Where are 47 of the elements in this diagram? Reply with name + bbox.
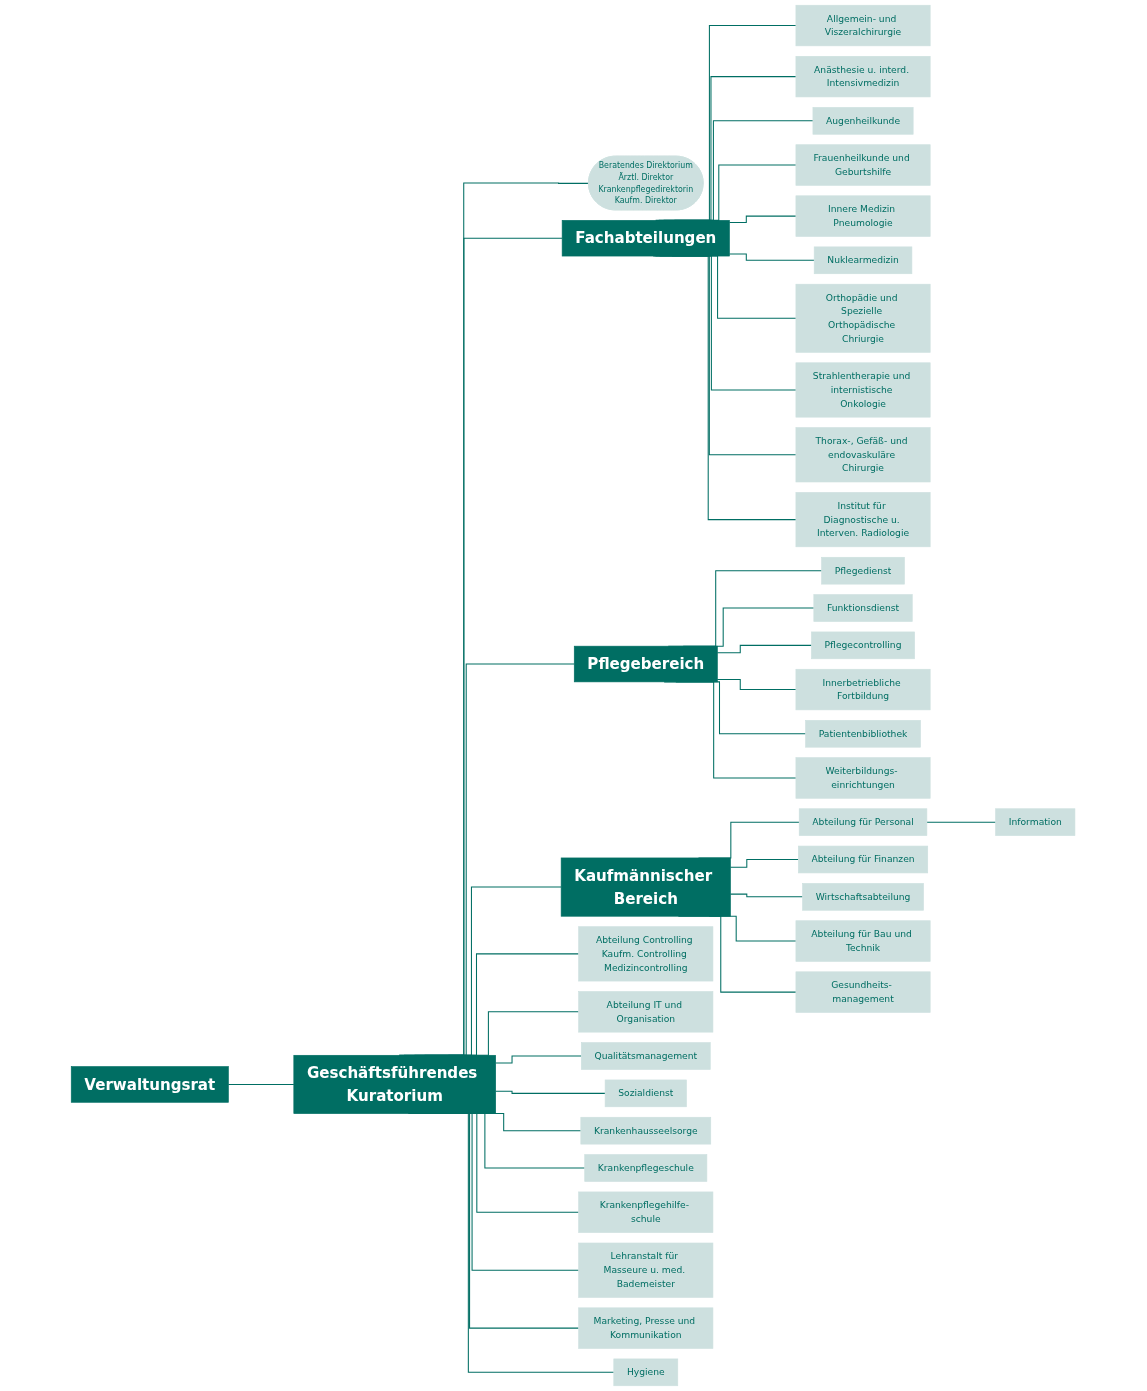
connector [729, 253, 816, 261]
connector [495, 1055, 583, 1064]
node-box: Augenheilkunde [813, 107, 914, 135]
node-box: Abteilung IT und Organisation [578, 991, 714, 1033]
connector [228, 1083, 295, 1085]
node-box: Anästhesie u. interd. Intensivmedizin [796, 56, 931, 98]
node-box: Hygiene [613, 1358, 679, 1387]
connector [729, 215, 797, 223]
node-box: Frauenheilkunde und Geburtshilfe [796, 144, 931, 186]
node-box: Weiterbildungs- einrichtungen [796, 757, 931, 799]
node-box: Strahlentherapie und internistische Onkologie [796, 362, 931, 418]
node-box: Abteilung für Personal [799, 808, 928, 836]
node-box: Nuklearmedizin [814, 246, 913, 275]
connector [730, 858, 800, 868]
node-box: Innerbetriebliche Fortbildung [796, 668, 931, 711]
connector [717, 679, 797, 691]
node-box: Innere Medizin Pneumologie [796, 195, 931, 237]
node-box: Qualitätsmanagement [581, 1042, 711, 1070]
node-box: Geschäftsführendes Kuratorium [293, 1054, 497, 1114]
node-box: Kaufmännischer Bereich [561, 857, 732, 917]
node-box: Pflegecontrolling [811, 631, 916, 660]
node-box: Pflegedienst [821, 556, 906, 585]
node-box: Fachabteilungen [562, 220, 731, 257]
connector [717, 644, 813, 654]
node-box: Pflegebereich [574, 645, 719, 683]
node-box: Lehranstalt für Masseure u. med. Bademeister [578, 1242, 714, 1298]
node-box: Krankenpflegeschule [584, 1154, 708, 1182]
connector [730, 893, 804, 898]
node-box: Abteilung für Bau und Technik [796, 920, 931, 962]
node-box: Information [995, 808, 1076, 836]
node-box: Patientenbibliothek [805, 720, 922, 748]
node-box: Institut für Diagnostische u. Interven. Radiologie [796, 492, 931, 548]
connector [926, 821, 997, 823]
node-box: Gesundheits- management [796, 971, 931, 1013]
node-box: Allgemein- und Viszeralchirurgie [796, 4, 931, 47]
node-box: Abteilung Controlling Kaufm. Controlling Medizincontrolling [578, 926, 714, 982]
connector [495, 1090, 607, 1094]
node-box: Orthopädie und Spezielle Orthopädische Chriurgie [796, 283, 931, 353]
node-box: Marketing, Presse und Kommunikation [578, 1307, 714, 1349]
node-box: Sozialdienst [605, 1079, 688, 1108]
node-box: Funktionsdienst [813, 594, 913, 622]
node-box: Wirtschaftsabteilung [802, 883, 925, 911]
node-box: Krankenpflegehilfe- schule [578, 1191, 714, 1233]
node-box: Abteilung für Finanzen [798, 845, 929, 874]
node-box: Verwaltungsrat [71, 1066, 230, 1103]
node-box: Krankenhausseelsorge [580, 1116, 712, 1145]
node-box: Thorax-, Gefäß- und endovaskuläre Chirurgie [796, 427, 931, 483]
